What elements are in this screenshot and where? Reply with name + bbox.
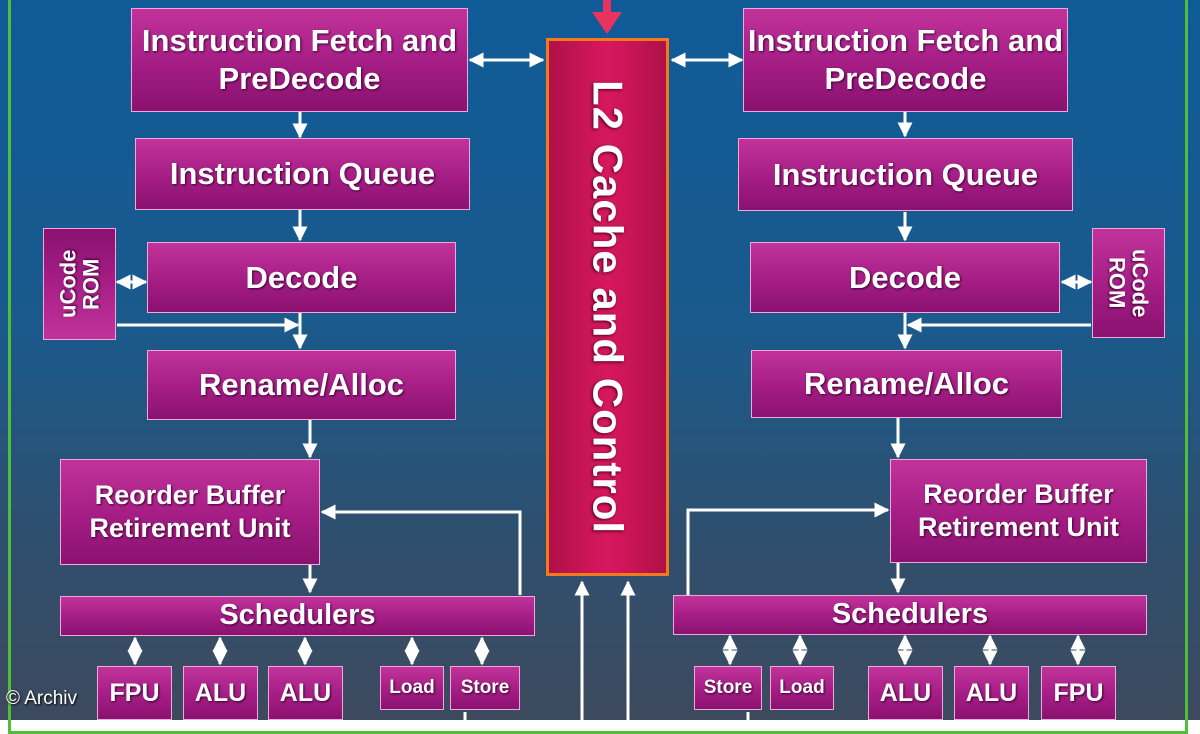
left-ucode-rom-block: uCode ROM [43, 228, 116, 340]
right-ucode-rom-block: uCode ROM [1092, 228, 1165, 338]
left-reorder-block: Reorder Buffer Retirement Unit [60, 459, 320, 565]
right-store-unit: Store [694, 666, 762, 710]
right-queue-block: Instruction Queue [738, 138, 1073, 211]
left-queue-block: Instruction Queue [135, 138, 470, 210]
right-alu1-unit: ALU [868, 666, 943, 720]
right-rename-block: Rename/Alloc [751, 350, 1062, 418]
left-store-unit: Store [450, 666, 520, 710]
left-rename-block: Rename/Alloc [147, 350, 456, 420]
right-load-unit: Load [770, 666, 834, 710]
left-load-unit: Load [380, 666, 444, 710]
left-retire-feedback [320, 504, 522, 595]
right-decode-block: Decode [750, 242, 1060, 313]
right-retire-feedback [686, 502, 890, 595]
l2-input-arrowhead [592, 12, 622, 34]
right-schedulers-block: Schedulers [673, 595, 1147, 635]
left-alu2-unit: ALU [268, 666, 343, 720]
right-fetch-block: Instruction Fetch and PreDecode [743, 8, 1068, 112]
left-decode-block: Decode [147, 242, 456, 313]
right-fpu-unit: FPU [1041, 666, 1116, 720]
left-alu1-unit: ALU [183, 666, 258, 720]
l2-cache-block: L2 Cache and Control [546, 38, 669, 576]
left-fetch-block: Instruction Fetch and PreDecode [131, 8, 468, 112]
copyright-credit: © Archiv [6, 688, 78, 709]
left-fpu-unit: FPU [97, 666, 172, 720]
right-reorder-block: Reorder Buffer Retirement Unit [890, 459, 1147, 563]
right-alu2-unit: ALU [954, 666, 1029, 720]
l2-cache-label: L2 Cache and Control [584, 79, 632, 535]
left-schedulers-block: Schedulers [60, 596, 535, 636]
